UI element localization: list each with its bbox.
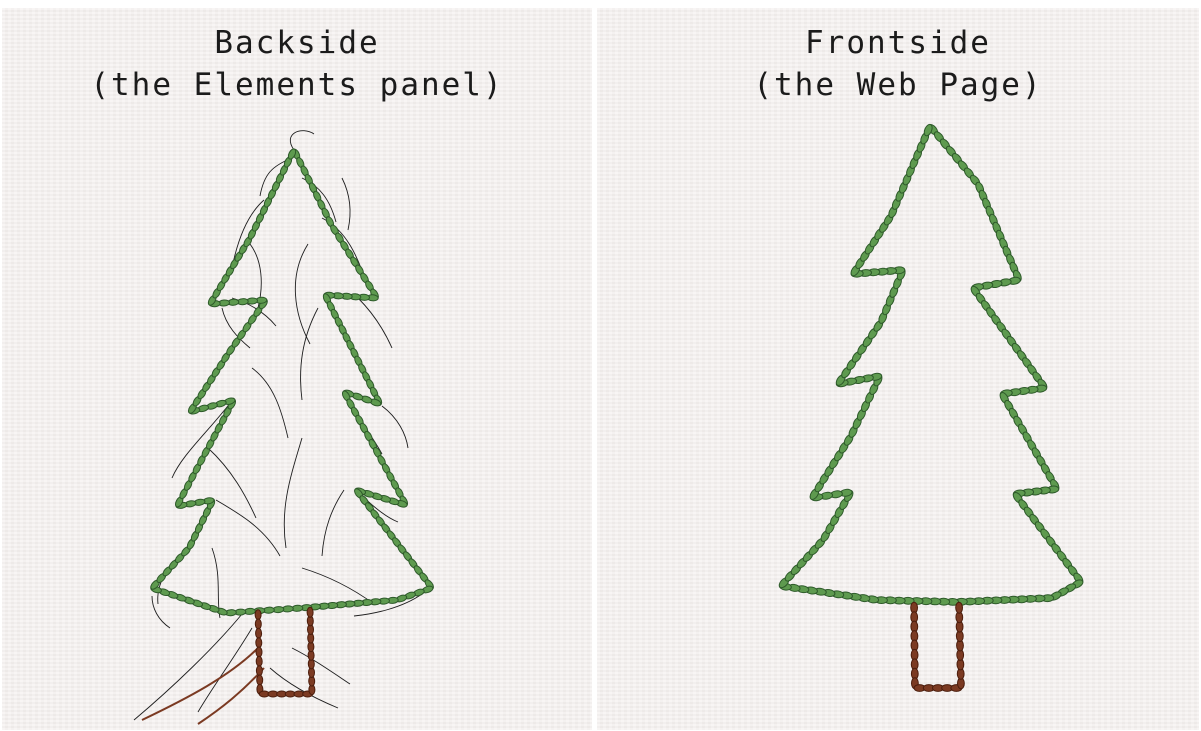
loose-thread — [133, 613, 243, 721]
loose-thread — [171, 397, 235, 479]
loose-thread — [357, 297, 393, 349]
stitch — [287, 148, 297, 160]
tree-outline-front — [778, 123, 1084, 606]
stitch — [955, 601, 964, 614]
root-thread — [141, 647, 259, 721]
backside-title-line2: (the Elements panel) — [90, 67, 504, 103]
loose-thread — [283, 437, 303, 549]
stitch — [255, 637, 263, 649]
loose-threads — [133, 130, 423, 725]
loose-thread — [289, 130, 315, 151]
tree-trunk-front — [910, 601, 965, 692]
stitch — [255, 627, 263, 639]
stitch — [923, 123, 933, 137]
loose-thread — [321, 489, 345, 557]
tree-outline-back — [150, 148, 434, 617]
loose-thread — [207, 447, 257, 519]
stitch — [254, 609, 262, 621]
loose-thread — [381, 405, 409, 449]
stitch — [255, 665, 263, 677]
loose-thread — [291, 647, 351, 685]
loose-thread — [151, 595, 171, 629]
tree-trunk-back — [254, 606, 316, 698]
stitch — [306, 606, 314, 618]
loose-thread — [341, 177, 351, 231]
loose-thread — [251, 367, 289, 439]
stitch — [255, 655, 263, 667]
loose-thread — [353, 593, 423, 617]
loose-thread — [301, 567, 375, 605]
frontside-title-line1: Frontside — [805, 25, 991, 61]
frontside-panel: Frontside (the Web Page) — [597, 8, 1199, 730]
loose-thread — [269, 667, 339, 709]
frontside-title: Frontside (the Web Page) — [597, 22, 1199, 106]
loose-thread — [300, 307, 319, 401]
loose-thread — [294, 243, 311, 345]
backside-panel: Backside (the Elements panel) — [2, 8, 592, 730]
loose-thread — [215, 499, 281, 557]
frontside-title-line2: (the Web Page) — [753, 67, 1043, 103]
frontside-tree-illustration — [778, 123, 1084, 692]
loose-thread — [221, 307, 251, 349]
stitch — [256, 674, 264, 686]
backside-tree-illustration — [133, 130, 434, 725]
backside-title-line1: Backside — [214, 25, 380, 61]
backside-title: Backside (the Elements panel) — [2, 22, 592, 106]
stitch — [254, 618, 262, 630]
stitch — [255, 646, 263, 658]
loose-thread — [197, 627, 253, 713]
